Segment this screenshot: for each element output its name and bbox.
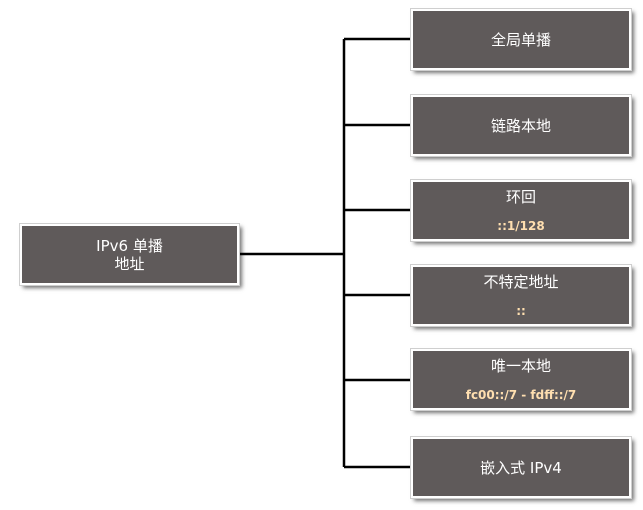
node-label: 唯一本地 xyxy=(490,357,551,375)
node-label: 嵌入式 IPv4 xyxy=(480,459,562,477)
node-embedded-ipv4: 嵌入式 IPv4 xyxy=(410,436,632,499)
root-node-ipv6-unicast: IPv6 单播 地址 xyxy=(19,223,240,286)
root-label-line2: 地址 xyxy=(114,254,145,273)
node-global-unicast: 全局单播 xyxy=(410,8,632,71)
node-unspecified-address: 不特定地址 :: xyxy=(410,264,632,327)
node-sublabel: ::1/128 xyxy=(497,219,545,233)
node-label: 环回 xyxy=(505,188,536,206)
node-sublabel: :: xyxy=(516,304,526,318)
node-label: 全局单播 xyxy=(490,31,551,49)
node-loopback: 环回 ::1/128 xyxy=(410,179,632,242)
node-label: 不特定地址 xyxy=(483,273,559,291)
node-link-local: 链路本地 xyxy=(410,94,632,157)
node-label: 链路本地 xyxy=(490,117,551,135)
node-unique-local: 唯一本地 fc00::/7 - fdff::/7 xyxy=(410,348,632,411)
node-sublabel: fc00::/7 - fdff::/7 xyxy=(465,388,577,402)
root-label-line1: IPv6 单播 xyxy=(96,236,163,255)
